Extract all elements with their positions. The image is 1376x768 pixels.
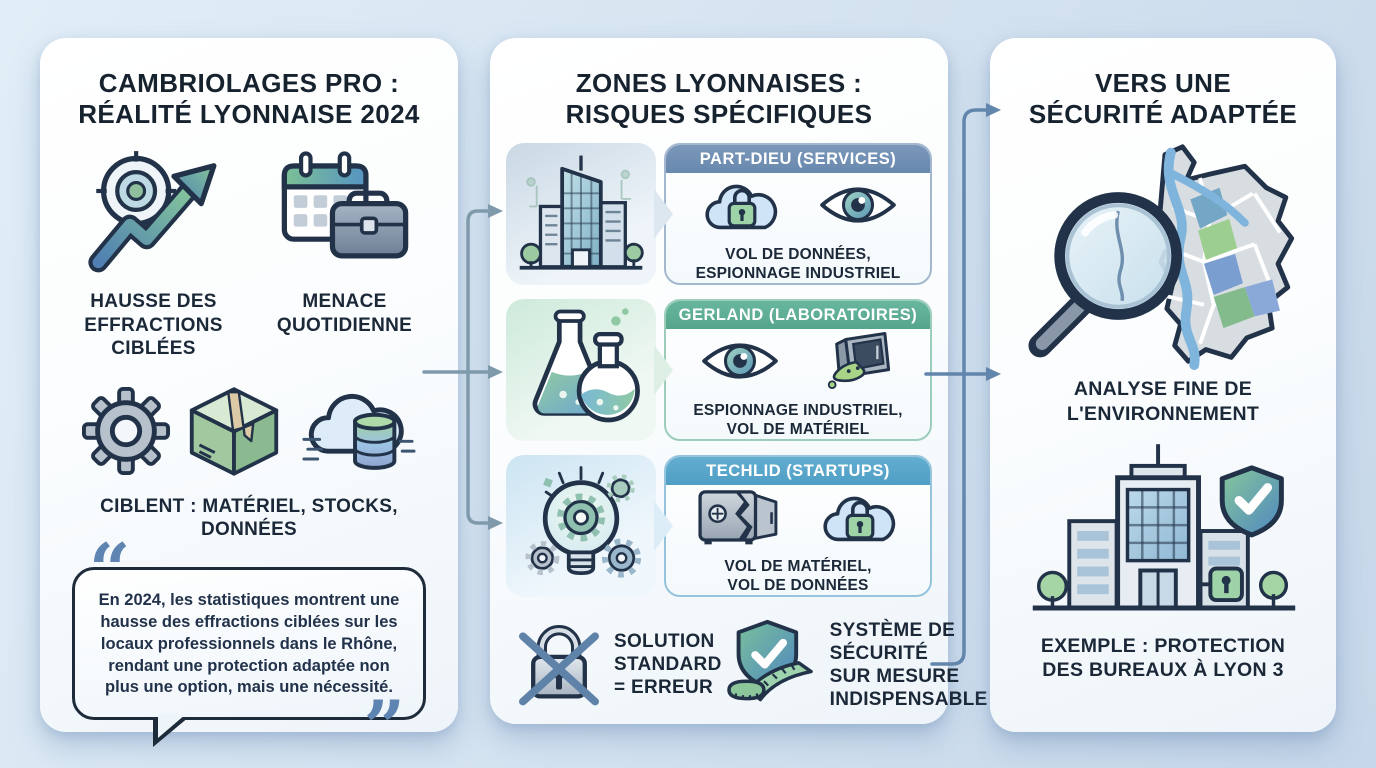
warning-standard-solution: SOLUTION STANDARD = ERREUR	[516, 618, 722, 711]
lab-flasks-icon	[506, 299, 656, 442]
zone-risk-card: TECHLID (STARTUPS)	[664, 455, 932, 598]
panel-adapted-security: VERS UNE SÉCURITÉ ADAPTÉE	[990, 38, 1336, 732]
zone-risks-label: VOL DE MATÉRIEL, VOL DE DONNÉES	[724, 558, 872, 594]
right-panel-title: VERS UNE SÉCURITÉ ADAPTÉE	[1028, 68, 1298, 129]
zone-risks-label: VOL DE DONNÉES, ESPIONNAGE INDUSTRIEL	[695, 246, 901, 282]
zone-name-badge: TECHLID (STARTUPS)	[666, 457, 930, 486]
stat-label: MENACE QUOTIDIENNE	[276, 291, 413, 336]
crossed-padlock-icon	[516, 618, 602, 711]
stat-daily-threat: MENACE QUOTIDIENNE	[252, 149, 437, 360]
warning-label: SOLUTION STANDARD = ERREUR	[614, 631, 722, 699]
targets-row	[50, 384, 448, 483]
analysis-label: ANALYSE FINE DE L'ENVIRONNEMENT	[1066, 378, 1260, 425]
stat-targeted-breakins: HAUSSE DES EFFRACTIONS CIBLÉES	[61, 149, 246, 360]
broken-safe-icon	[690, 486, 786, 553]
middle-panel-title: ZONES LYONNAISES : RISQUES SPÉCIFIQUES	[565, 68, 873, 129]
eye-icon	[816, 178, 900, 237]
calendar-briefcase-icon	[276, 149, 414, 280]
protected-office-icon	[990, 438, 1336, 626]
eye-icon	[698, 334, 782, 393]
cloud-database-icon	[298, 384, 416, 483]
cloud-lock-icon	[696, 173, 788, 242]
stat-label: HAUSSE DES EFFRACTIONS CIBLÉES	[84, 291, 223, 359]
warnings-row: SOLUTION STANDARD = ERREUR	[516, 617, 987, 712]
warning-custom-security: SYSTÈME DE SÉCURITÉ SUR MESURE INDISPENS…	[722, 617, 988, 712]
zone-risks-label: ESPIONNAGE INDUSTRIEL, VOL DE MATÉRIEL	[693, 402, 903, 438]
zone-card-techlid: TECHLID (STARTUPS)	[506, 455, 932, 598]
zone-risk-card: GERLAND (LABORATOIRES)	[664, 299, 932, 442]
warning-label: SYSTÈME DE SÉCURITÉ SUR MESURE INDISPENS…	[829, 619, 988, 711]
idea-bulb-gears-icon	[506, 455, 656, 598]
panel-burglaries-reality: CAMBRIOLAGES PRO : RÉALITÉ LYONNAISE 202…	[40, 38, 458, 763]
target-growth-icon	[85, 149, 223, 280]
zone-name-badge: GERLAND (LABORATOIRES)	[666, 301, 930, 330]
left-panel-title: CAMBRIOLAGES PRO : RÉALITÉ LYONNAISE 202…	[78, 68, 420, 129]
quote-close-mark: ”	[363, 684, 405, 768]
quote-open-mark: “	[89, 527, 131, 613]
zone-card-part-dieu: PART-DIEU (SERVICES)	[506, 143, 932, 286]
example-label: EXEMPLE : PROTECTION DES BUREAUX À LYON …	[1040, 635, 1286, 682]
office-buildings-icon	[506, 143, 656, 286]
stats-row: HAUSSE DES EFFRACTIONS CIBLÉES	[58, 149, 440, 360]
zone-risk-card: PART-DIEU (SERVICES)	[664, 143, 932, 286]
zone-card-gerland: GERLAND (LABORATOIRES)	[506, 299, 932, 442]
zone-name-badge: PART-DIEU (SERVICES)	[666, 145, 930, 174]
quote-bubble: “ En 2024, les statistiques montrent une…	[72, 534, 426, 763]
quote-text: En 2024, les statistiques montrent une h…	[98, 591, 400, 697]
package-icon	[186, 385, 282, 482]
gear-icon	[82, 386, 170, 480]
shield-measuring-tape-icon	[722, 617, 818, 712]
magnifier-city-map-icon	[990, 139, 1336, 371]
cloud-lock-icon	[814, 485, 906, 554]
targets-label: CIBLENT : MATÉRIEL, STOCKS, DONNÉES	[100, 495, 398, 541]
panel-zone-risks: ZONES LYONNAISES : RISQUES SPÉCIFIQUES	[490, 38, 987, 724]
open-safe-spill-icon	[810, 329, 898, 398]
